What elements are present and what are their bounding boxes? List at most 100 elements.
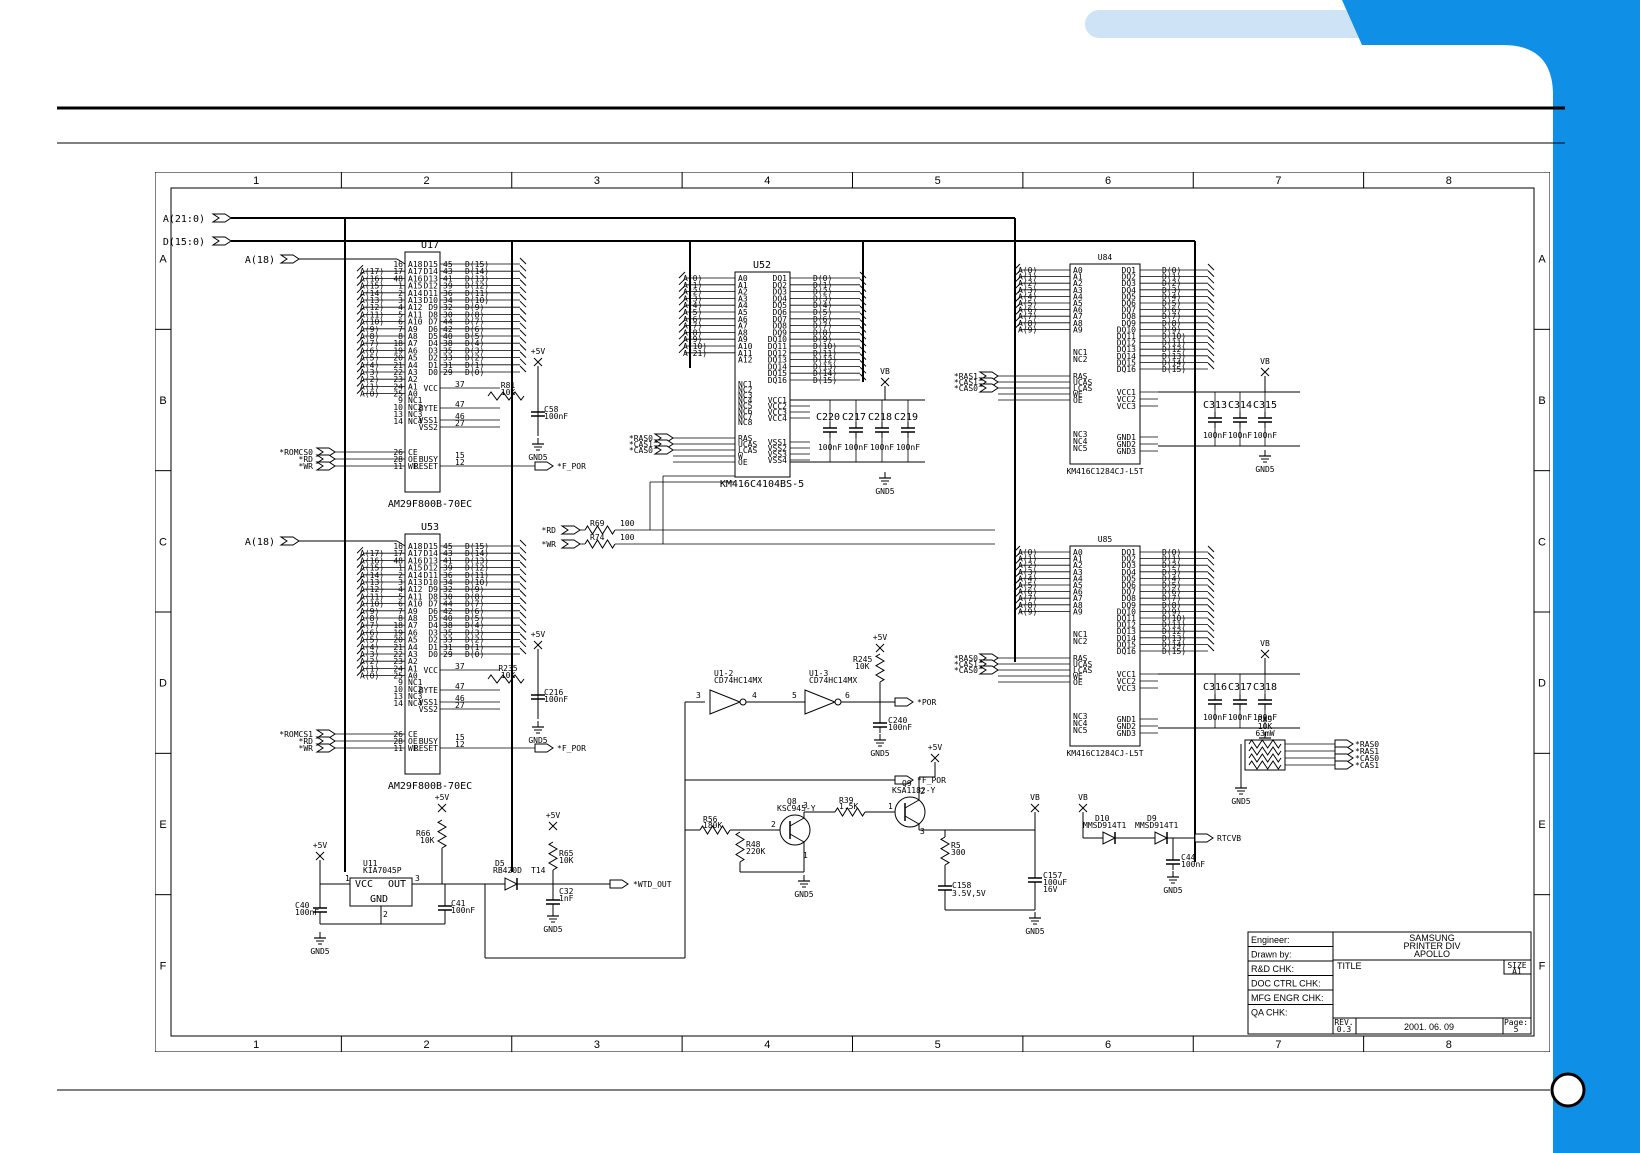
ctrl-connector bbox=[978, 383, 999, 393]
components: +5VGND5+5VGND5VBGND5VBGND5VBGND5+5VGND5G… bbox=[310, 251, 1286, 956]
bus-entry bbox=[859, 271, 867, 279]
dram-pin-name: A2 bbox=[1073, 279, 1083, 288]
dram-pin-name: A0 bbox=[738, 274, 748, 283]
dram-pin-name: DQ6 bbox=[773, 308, 788, 317]
bus-entry bbox=[1207, 323, 1215, 330]
bus-entry bbox=[1013, 578, 1021, 586]
data-bus-label: D(15:0) bbox=[163, 237, 205, 248]
chip-part: KIA7045P bbox=[363, 866, 402, 875]
ctrl-net: *CAS1 bbox=[954, 660, 978, 669]
flash-pin-name: RESET bbox=[414, 462, 438, 471]
bus-entry bbox=[1013, 558, 1021, 566]
flash-pin-num: 17 bbox=[393, 267, 403, 276]
ctrl-net: *RD bbox=[299, 455, 314, 464]
title-field: QA CHK: bbox=[1251, 1008, 1288, 1018]
a18-label: A(18) bbox=[245, 255, 275, 266]
power-label: +5V bbox=[531, 347, 546, 356]
flash-pin-name: A18 bbox=[408, 260, 423, 269]
chip-part: KM416C1284CJ-L5T bbox=[1066, 749, 1143, 758]
bus-entry bbox=[519, 264, 527, 272]
zone-row-label: A bbox=[159, 254, 167, 266]
flash-pin-num: 24 bbox=[393, 664, 403, 673]
flash-pin-num: 15 bbox=[455, 733, 465, 742]
dram-pin-name: A4 bbox=[1073, 574, 1083, 583]
flash-pin-num: 35 bbox=[443, 346, 453, 355]
addr-net: A(4) bbox=[360, 643, 379, 652]
cap-value: 1nF bbox=[559, 894, 574, 903]
wtd-out-connector bbox=[609, 879, 629, 889]
dram-pin-name: DQ5 bbox=[1122, 292, 1137, 301]
f-por-connector bbox=[534, 461, 554, 471]
flash-pin-name: A2 bbox=[408, 657, 418, 666]
flash-pin-num: 15 bbox=[455, 451, 465, 460]
res-ref: R66 bbox=[416, 829, 431, 838]
flash-pin-num: 30 bbox=[443, 310, 453, 319]
pin-num: 1 bbox=[345, 874, 350, 883]
page-number-circle bbox=[1550, 1072, 1586, 1108]
bus-entry bbox=[1013, 290, 1021, 297]
bus-entry bbox=[519, 626, 527, 633]
bus-entry bbox=[1013, 283, 1021, 291]
inverter-bubble bbox=[739, 698, 747, 706]
ctrl-net: *CAS1 bbox=[629, 440, 653, 449]
power-label: VB bbox=[1260, 639, 1270, 648]
addr-net: A(12) bbox=[360, 303, 384, 312]
data-net: D(8) bbox=[813, 328, 832, 337]
division-name: PRINTER DIV bbox=[1403, 941, 1460, 951]
dram-pin-name: DQ10 bbox=[768, 335, 787, 344]
bus-entry bbox=[678, 339, 686, 347]
flash-pin-num: 6 bbox=[398, 600, 403, 609]
dram-pin-name: DQ8 bbox=[1122, 312, 1137, 321]
bus-entry bbox=[859, 292, 867, 299]
dram-pin-name: DQ4 bbox=[773, 294, 788, 303]
ground-label: GND5 bbox=[875, 487, 894, 496]
flash-pin-num: 20 bbox=[393, 636, 403, 645]
zone-col-label: 2 bbox=[424, 175, 430, 187]
flash-pin-num: 46 bbox=[455, 694, 465, 703]
transistor-part: KSC945-Y bbox=[777, 804, 816, 813]
data-net: D(10) bbox=[465, 578, 489, 587]
flash-pin-num: 40 bbox=[443, 332, 453, 341]
flash-pin-name: A5 bbox=[408, 636, 418, 645]
power-label: +5V bbox=[531, 630, 546, 639]
f-por-label: *F_POR bbox=[557, 462, 586, 471]
dram-pin-name: DQ7 bbox=[1122, 306, 1137, 315]
data-net: D(7) bbox=[465, 600, 484, 609]
bus-entry bbox=[1013, 598, 1021, 606]
cap-value: 3.5V,5V bbox=[952, 889, 986, 898]
flash-pin-num: 24 bbox=[393, 382, 403, 391]
dram-pin-name: A7 bbox=[1073, 312, 1083, 321]
flash-pin-name: A13 bbox=[408, 296, 423, 305]
cap-ref: C317 bbox=[1228, 682, 1252, 693]
load-resistor bbox=[940, 836, 950, 866]
bus-entry bbox=[859, 353, 867, 360]
f-por-label: *F_POR bbox=[557, 744, 586, 753]
bus-entry bbox=[859, 278, 867, 286]
pullup-resistor bbox=[437, 819, 447, 849]
wires bbox=[211, 213, 1354, 959]
dram-pin-name: DQ7 bbox=[773, 315, 788, 324]
power-label: VB bbox=[1030, 793, 1040, 802]
dram-pin-name: A1 bbox=[738, 281, 748, 290]
flash-pin-name: A17 bbox=[408, 549, 423, 558]
flash-pin-name: D10 bbox=[424, 578, 439, 587]
gate-ref: U1-3 bbox=[809, 669, 828, 678]
bus-entry bbox=[678, 292, 686, 299]
page-value: 5 bbox=[1514, 1025, 1519, 1034]
data-net: D(10) bbox=[813, 342, 837, 351]
bus-entry bbox=[356, 272, 364, 279]
data-net: D(14) bbox=[813, 369, 837, 378]
addr-net: A(0) bbox=[360, 672, 379, 681]
chip-part: KM416C1284CJ-L5T bbox=[1066, 467, 1143, 476]
project-name: APOLLO bbox=[1414, 949, 1450, 959]
title-field: DOC CTRL CHK: bbox=[1251, 979, 1321, 989]
bus-entry bbox=[678, 319, 686, 326]
power-label: VB bbox=[1260, 357, 1270, 366]
data-net: D(11) bbox=[1162, 621, 1186, 630]
flash-pin-name: A8 bbox=[408, 614, 418, 623]
bus-entry bbox=[519, 344, 527, 351]
flash-pin-name: D7 bbox=[428, 318, 438, 327]
bus-entry bbox=[519, 322, 527, 330]
flash-pin-num: 28 bbox=[393, 455, 403, 464]
cap-value: 100nF bbox=[544, 412, 568, 421]
